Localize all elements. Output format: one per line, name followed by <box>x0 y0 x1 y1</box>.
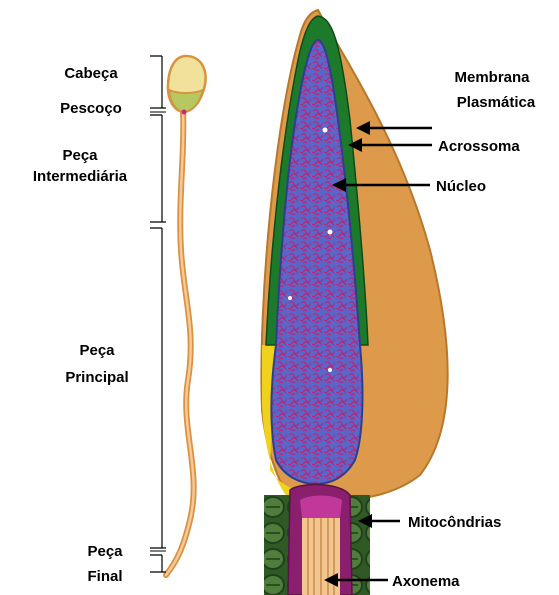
label-mitochondria: Mitocôndrias <box>408 514 501 531</box>
label-principal-2: Principal <box>65 369 128 386</box>
label-nucleus: Núcleo <box>436 178 486 195</box>
label-midpiece-1: Peça <box>62 147 98 164</box>
label-neck: Pescoço <box>60 100 122 117</box>
label-endpiece-1: Peça <box>87 543 123 560</box>
label-principal-1: Peça <box>79 342 115 359</box>
label-acrosome: Acrossoma <box>438 138 520 155</box>
sperm-neck <box>169 90 203 112</box>
label-midpiece-2: Intermediária <box>33 168 128 185</box>
label-head: Cabeça <box>64 65 118 82</box>
label-membrane-1: Membrana <box>454 69 530 86</box>
left-brackets <box>150 56 166 572</box>
label-axoneme: Axonema <box>392 573 460 590</box>
label-membrane-2: Plasmática <box>457 94 536 111</box>
small-sperm-illustration <box>166 56 206 575</box>
detailed-sperm-head <box>261 10 447 595</box>
label-endpiece-2: Final <box>87 568 122 585</box>
left-labels: Cabeça Pescoço Peça Intermediária Peça P… <box>33 65 129 585</box>
